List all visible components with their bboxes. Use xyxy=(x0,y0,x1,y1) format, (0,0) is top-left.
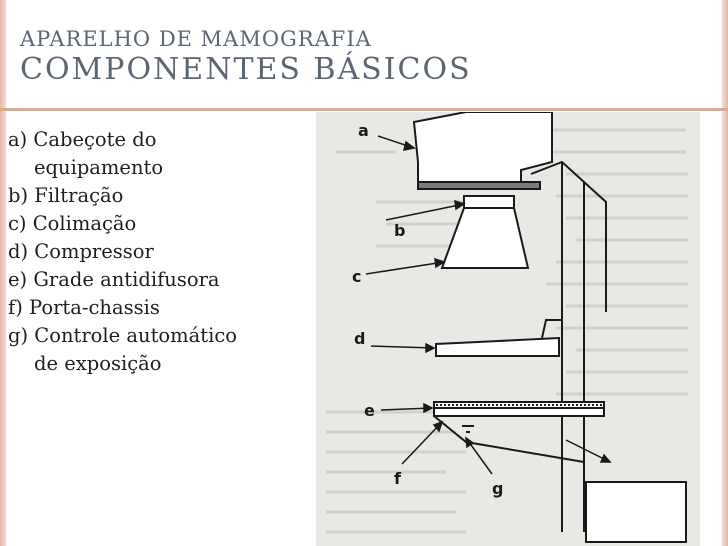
figure-label-d: d xyxy=(354,329,365,348)
list-item-text: d) Compressor xyxy=(8,240,154,263)
figure-label-a: a xyxy=(358,121,369,140)
right-decorative-stripe xyxy=(722,0,728,546)
list-item-continuation: de exposição xyxy=(34,352,162,375)
list-item-text: e) Grade antidifusora xyxy=(8,268,220,291)
list-item: g) Controle automático de exposição xyxy=(8,322,308,378)
list-item: a) Cabeçote do equipamento xyxy=(8,126,308,182)
list-item: b) Filtração xyxy=(8,182,308,210)
diagram-svg: a b c d e f g xyxy=(326,112,688,543)
list-item-text: f) Porta-chassis xyxy=(8,296,160,319)
figure-labels: a b c d e f g xyxy=(352,121,503,498)
figure-label-e: e xyxy=(364,401,375,420)
list-item-text: a) Cabeçote do xyxy=(8,128,157,151)
left-decorative-stripe xyxy=(0,0,6,546)
component-list: a) Cabeçote do equipamento b) Filtração … xyxy=(8,126,308,378)
list-item-continuation: equipamento xyxy=(34,156,164,179)
list-item-text: c) Colimação xyxy=(8,212,137,235)
figure-label-f: f xyxy=(394,469,402,488)
label-arrows xyxy=(365,135,612,475)
mammography-diagram: a b c d e f g xyxy=(316,112,700,546)
list-item: e) Grade antidifusora xyxy=(8,266,308,294)
slide-supertitle: APARELHO DE MAMOGRAFIA xyxy=(20,27,372,51)
list-item: d) Compressor xyxy=(8,238,308,266)
background-text-lines xyxy=(326,128,688,534)
title-divider xyxy=(0,108,728,111)
figure-label-b: b xyxy=(394,221,405,240)
list-item-text: g) Controle automático xyxy=(8,324,237,347)
slide-title: COMPONENTES BÁSICOS xyxy=(20,52,472,88)
device-drawing xyxy=(412,112,687,543)
list-item-text: b) Filtração xyxy=(8,184,124,207)
list-item: f) Porta-chassis xyxy=(8,294,308,322)
title-block: APARELHO DE MAMOGRAFIA COMPONENTES BÁSIC… xyxy=(20,27,472,88)
figure-label-g: g xyxy=(492,479,503,498)
figure-label-c: c xyxy=(352,267,361,286)
list-item: c) Colimação xyxy=(8,210,308,238)
